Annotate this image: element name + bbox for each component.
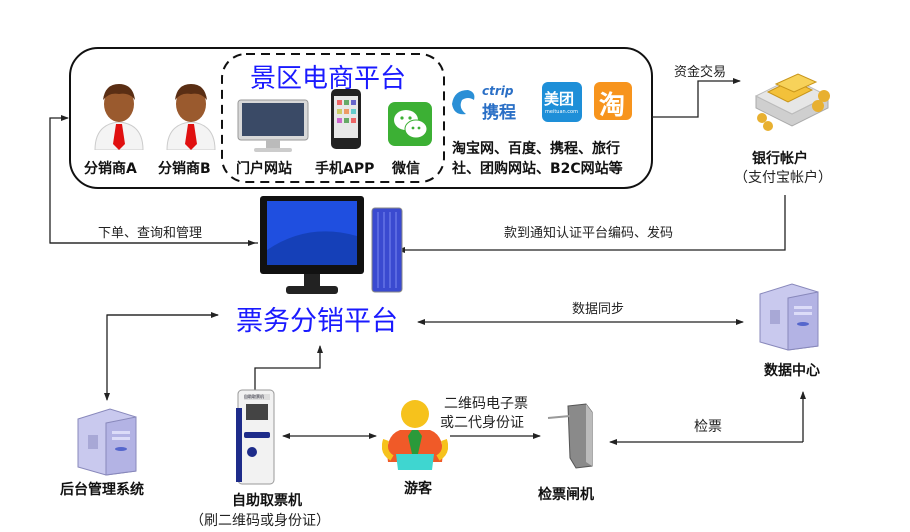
bank-sublabel: （支付宝帐户） [734, 170, 832, 186]
ticket-platform-computer [258, 192, 408, 298]
channel-app: 手机APP [312, 88, 392, 180]
bank-label: 银行帐户 [752, 151, 808, 167]
money-box-icon [754, 73, 830, 131]
payment-notice-arrow [397, 195, 786, 253]
data-center: 数据中心 [752, 280, 842, 380]
channel-wechat: 微信 [386, 100, 436, 180]
kiosk-icon [236, 389, 275, 485]
third-party-caption-line1: 淘宝网、百度、携程、旅行 [452, 141, 620, 157]
data-sync-label: 数据同步 [572, 302, 625, 317]
taobao-text: 淘 [599, 91, 626, 121]
data-center-label: 数据中心 [764, 363, 820, 379]
backend-system: 后台管理系统 [58, 405, 168, 505]
visitor: 游客 [376, 396, 456, 497]
server-icon [77, 408, 137, 476]
turnstile-icon [547, 403, 593, 469]
channel-portal: 门户网站 [232, 98, 312, 180]
person-icon [166, 84, 216, 150]
channel-app-label: 手机APP [315, 161, 375, 177]
meituan-text-bottom: meituan.com [545, 109, 578, 115]
channel-wechat-label: 微信 [392, 161, 420, 177]
third-party-caption-line2: 社、团购网站、B2C网站等 [452, 161, 623, 177]
gate-label: 检票闸机 [538, 487, 594, 503]
funds-label: 资金交易 [674, 65, 727, 80]
visitor-label: 游客 [404, 481, 432, 497]
ticket-platform-title: 票务分销平台 [236, 306, 398, 337]
wechat-icon [388, 102, 432, 146]
person-icon [94, 84, 144, 150]
distributor-a-label: 分销商A [84, 161, 137, 177]
ecommerce-platform-title: 景区电商平台 [250, 64, 407, 94]
distributor-b-label: 分销商B [158, 161, 211, 177]
backend-label: 后台管理系统 [60, 482, 144, 498]
funds-arrow [652, 78, 741, 118]
self-service-kiosk: 自助取票机 自助取票机 （刷二维码或身份证） [190, 388, 330, 529]
dolphin-icon [452, 90, 475, 115]
order-label: 下单、查询和管理 [98, 226, 203, 241]
check-ticket-label: 检票 [694, 419, 722, 435]
taobao-logo: 淘 [594, 82, 632, 121]
ticket-gate: 检票闸机 [532, 402, 622, 503]
ctrip-logo: ctrip 携程 [448, 84, 538, 124]
server-icon [759, 283, 819, 351]
top-group-border [69, 47, 653, 189]
kiosk-platform-arrow [254, 345, 323, 390]
ctrip-text-top: ctrip [482, 84, 514, 98]
tourist-icon [382, 400, 448, 470]
ctrip-text-bottom: 携程 [482, 103, 516, 123]
kiosk-label: 自助取票机 [232, 493, 302, 509]
channel-portal-label: 门户网站 [236, 161, 292, 177]
kiosk-screen-text: 自助取票机 [244, 394, 264, 399]
kiosk-sublabel: （刷二维码或身份证） [190, 513, 330, 529]
visitor-gate-label-line2: 或二代身份证 [440, 415, 524, 431]
meituan-text-top: 美团 [544, 90, 575, 108]
distributor-a: 分销商A [84, 80, 154, 180]
computer-icon [260, 196, 403, 294]
smartphone-icon [331, 89, 361, 149]
distributor-b: 分销商B [156, 80, 226, 180]
payment-notice-label: 款到通知认证平台编码、发码 [504, 226, 674, 241]
meituan-logo: 美团 meituan.com [542, 82, 582, 122]
desktop-monitor-icon [237, 99, 309, 152]
visitor-gate-label-line1: 二维码电子票 [444, 396, 528, 412]
bank-account: 银行帐户 （支付宝帐户） [734, 56, 850, 186]
